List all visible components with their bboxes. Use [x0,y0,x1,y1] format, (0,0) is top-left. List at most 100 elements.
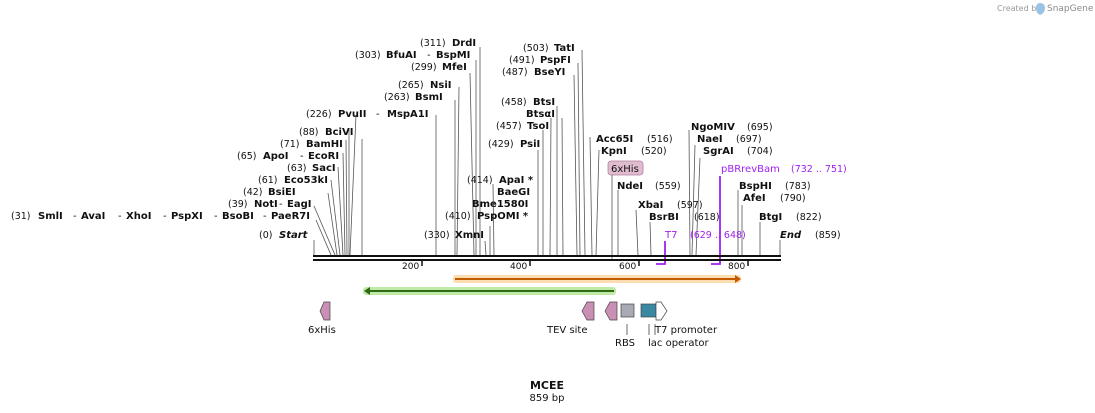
site-pspxi[interactable]: PspXI [171,211,203,222]
site-pspfi[interactable]: PspFI [540,55,571,66]
site-ngomiv[interactable]: NgoMIV [691,122,735,133]
primer-pbrrevbam[interactable]: pBRrevBam (732 .. 751) [711,164,847,265]
svg-text:-: - [214,211,218,222]
svg-text:(429): (429) [488,139,514,150]
feature-lac-operator[interactable]: lac operator [640,303,709,349]
created-by-label: Created by [997,4,1041,13]
svg-text:-: - [427,50,431,61]
end-label: End [780,230,802,241]
site-bcivi[interactable]: BciVI [325,127,353,138]
svg-text:(516): (516) [647,134,673,145]
svg-text:(265): (265) [398,80,424,91]
site-bme1580i[interactable]: Bme1580I [472,199,528,210]
orf-forward-arrow[interactable] [453,275,741,283]
svg-text:(311): (311) [420,38,446,49]
feature-rbs[interactable]: RBS [615,303,635,349]
site-bamhi[interactable]: BamHI [306,139,343,150]
feature-tev-site-label: TEV site [546,325,588,336]
svg-text:(457): (457) [496,121,522,132]
site-nsii[interactable]: NsiI [430,80,451,91]
site-kpni[interactable]: KpnI [601,146,627,157]
svg-text:-: - [263,211,267,222]
left-site-stack: (39) NotI - EagI (42) BsiEI (61) Eco53kI… [228,38,476,210]
bottom-row-sites: (31) SmlI - AvaI - XhoI - PspXI - BsoBI … [11,211,310,222]
site-tsoi[interactable]: TsoI [527,121,549,132]
primer-t7[interactable]: T7 (629 .. 648) [656,230,746,265]
dna-backbone [313,255,781,261]
middle-site-stack: (330) XmnI (410) PspOMI * Bme1580I BaeGI… [424,43,575,241]
orf-reverse-arrow[interactable] [363,287,616,295]
site-mspa1i[interactable]: MspA1I [387,109,428,120]
site-apoi[interactable]: ApoI [263,151,289,162]
site-bsrbi[interactable]: BsrBI [649,212,679,223]
feature-tev-site[interactable]: TEV site [546,301,618,336]
svg-text:-: - [300,151,304,162]
start-position: (0) [259,230,272,241]
svg-text:(414): (414) [467,175,493,186]
site-xmni[interactable]: XmnI [455,230,484,241]
site-bsiei[interactable]: BsiEI [268,187,296,198]
site-pvuii[interactable]: PvuII [338,109,366,120]
site-sgrai[interactable]: SgrAI [703,146,734,157]
primer-pbrrevbam-label: pBRrevBam [721,164,780,175]
svg-text:(487): (487) [502,67,528,78]
his-tag-label: 6xHis [611,164,639,175]
site-bsobi[interactable]: BsoBI [222,211,254,222]
sequence-name: MCEE [530,379,564,392]
svg-text:(226): (226) [306,109,332,120]
svg-text:(618): (618) [694,212,720,223]
site-leader-lines [313,47,781,256]
site-baegi[interactable]: BaeGI [497,187,530,198]
snapgene-brand: SnapGene [1047,4,1094,14]
site-afei[interactable]: AfeI [743,193,766,204]
site-eagi[interactable]: EagI [287,199,311,210]
site-btsai[interactable]: BtsαI [526,109,555,120]
feature-t7-promoter-label: T7 promoter [654,325,718,336]
site-bsmi[interactable]: BsmI [415,92,443,103]
site-xhoi[interactable]: XhoI [126,211,151,222]
svg-text:(71): (71) [280,139,300,150]
site-psii[interactable]: PsiI [520,139,540,150]
site-naei[interactable]: NaeI [697,134,723,145]
site-eco53ki[interactable]: Eco53kI [284,175,328,186]
svg-text:(697): (697) [736,134,762,145]
feature-t7-promoter[interactable]: T7 promoter [654,301,718,336]
site-btsi[interactable]: BtsI [533,97,555,108]
site-bsphi[interactable]: BspHI [739,181,772,192]
site-ecori[interactable]: EcoRI [308,151,339,162]
site-acc65i[interactable]: Acc65I [596,134,633,145]
primer-t7-label: T7 [664,230,677,241]
site-aval[interactable]: AvaI [81,211,105,222]
site-paer7i[interactable]: PaeR7I [271,211,310,222]
site-smli[interactable]: SmlI [38,211,63,222]
site-tati[interactable]: TatI [554,43,575,54]
svg-text:(695): (695) [747,122,773,133]
svg-text:(503): (503) [523,43,549,54]
svg-text:(65): (65) [237,151,257,162]
snapgene-logo-icon [1036,3,1045,15]
site-bseyi[interactable]: BseYI [534,67,565,78]
start-label: Start [279,230,309,241]
site-bspmi[interactable]: BspMI [436,50,470,61]
svg-text:(31): (31) [11,211,31,222]
svg-text:(704): (704) [747,146,773,157]
site-ndei[interactable]: NdeI [617,181,643,192]
site-btgi[interactable]: BtgI [759,212,782,223]
svg-text:-: - [118,211,122,222]
svg-text:(520): (520) [641,146,667,157]
site-bfuai[interactable]: BfuAI [386,50,417,61]
svg-text:(63): (63) [287,163,307,174]
feature-6xhis[interactable]: 6xHis [308,301,336,336]
tick-200: 200 [402,262,419,272]
site-apai[interactable]: ApaI * [499,175,534,186]
site-saci[interactable]: SacI [312,163,336,174]
site-noti[interactable]: NotI [254,199,278,210]
site-mfei[interactable]: MfeI [442,62,467,73]
site-xbai[interactable]: XbaI [638,200,663,211]
svg-text:(783): (783) [785,181,811,192]
site-pspomi[interactable]: PspOMI * [477,211,529,222]
site-drdi[interactable]: DrdI [452,38,476,49]
his-tag-marker[interactable]: 6xHis [607,160,644,176]
primer-pbrrevbam-range: (732 .. 751) [791,164,847,175]
